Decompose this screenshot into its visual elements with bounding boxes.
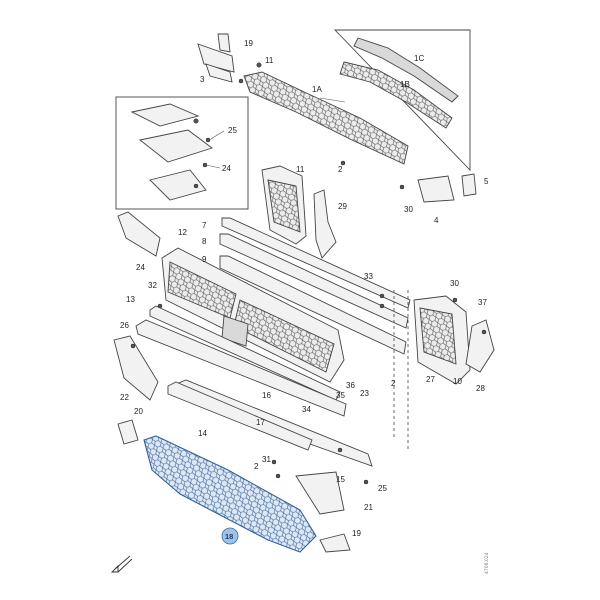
callout-13: 13 <box>126 295 135 304</box>
callout-7: 7 <box>202 221 207 230</box>
bars-13-14 <box>135 305 373 467</box>
svg-text:18: 18 <box>225 532 233 541</box>
callout-30-right: 30 <box>450 279 459 288</box>
callout-2-mid: 2 <box>391 379 396 388</box>
callout-20: 20 <box>134 407 143 416</box>
callout-30-top: 30 <box>404 205 413 214</box>
bracket-29 <box>313 189 337 259</box>
lower-grille-18-highlighted[interactable] <box>143 435 317 553</box>
bars-7-8-9 <box>219 217 411 355</box>
callout-1c: 1C <box>414 54 424 63</box>
callout-25-top: 24 <box>222 164 231 173</box>
callout-25-low: 25 <box>378 484 387 493</box>
callout-28: 28 <box>476 384 485 393</box>
callout-35: 35 <box>336 391 345 400</box>
callout-34: 34 <box>302 405 311 414</box>
callout-24: 24 <box>136 263 145 272</box>
callout-10: 10 <box>453 377 462 386</box>
upper-grille-1a <box>243 71 409 165</box>
bracket-4-5-right <box>399 173 477 203</box>
callout-19: 19 <box>352 529 361 538</box>
callout-6: 11 <box>265 56 274 65</box>
callout-4: 4 <box>434 216 439 225</box>
detail-inset-right <box>333 29 471 172</box>
callout-12: 12 <box>178 228 187 237</box>
callout-18-badge[interactable]: 18 <box>221 527 239 545</box>
callout-33: 33 <box>364 272 373 281</box>
callout-3: 3 <box>200 75 205 84</box>
callout-1b: 1B <box>400 80 410 89</box>
callout-26: 26 <box>120 321 129 330</box>
callout-2-low: 2 <box>254 462 259 471</box>
callout-9: 9 <box>202 255 207 264</box>
covers-19-20-21 <box>117 419 351 553</box>
callout-labels: 19 11 3 1A 1C 1B 25 24 11 2 5 30 4 29 7 … <box>120 39 489 538</box>
cover-22 <box>113 335 159 401</box>
bracket-3-5-left <box>197 33 262 84</box>
callout-36: 36 <box>346 381 355 390</box>
main-grille-12 <box>161 247 345 383</box>
callout-2-top: 2 <box>338 165 343 174</box>
callout-16: 16 <box>262 391 271 400</box>
callout-5-right: 5 <box>484 177 489 186</box>
lower-bar-16-17 <box>167 381 313 451</box>
fasteners <box>130 160 487 485</box>
front-direction-arrow-icon <box>110 555 133 573</box>
detail-inset-left <box>115 96 249 210</box>
callout-14: 14 <box>198 429 207 438</box>
callout-15: 15 <box>336 475 345 484</box>
callout-31: 31 <box>262 455 271 464</box>
callout-29: 29 <box>338 202 347 211</box>
callout-21: 21 <box>364 503 373 512</box>
bracket-11 <box>261 165 307 245</box>
callout-32: 32 <box>148 281 157 290</box>
callout-1a: 1A <box>312 85 322 94</box>
drawing-code: 4706.024 <box>484 552 490 574</box>
dashed-guides <box>393 290 409 450</box>
bracket-10-27-28 <box>413 295 495 385</box>
callout-17: 17 <box>256 418 265 427</box>
callout-37: 37 <box>478 298 487 307</box>
callout-8: 8 <box>202 237 207 246</box>
callout-22: 22 <box>120 393 129 402</box>
cover-24 <box>117 211 161 257</box>
callout-26-top: 25 <box>228 126 237 135</box>
callout-27: 27 <box>426 375 435 384</box>
callout-11: 11 <box>296 165 305 174</box>
callout-5-left: 19 <box>244 39 253 48</box>
callout-23: 23 <box>360 389 369 398</box>
